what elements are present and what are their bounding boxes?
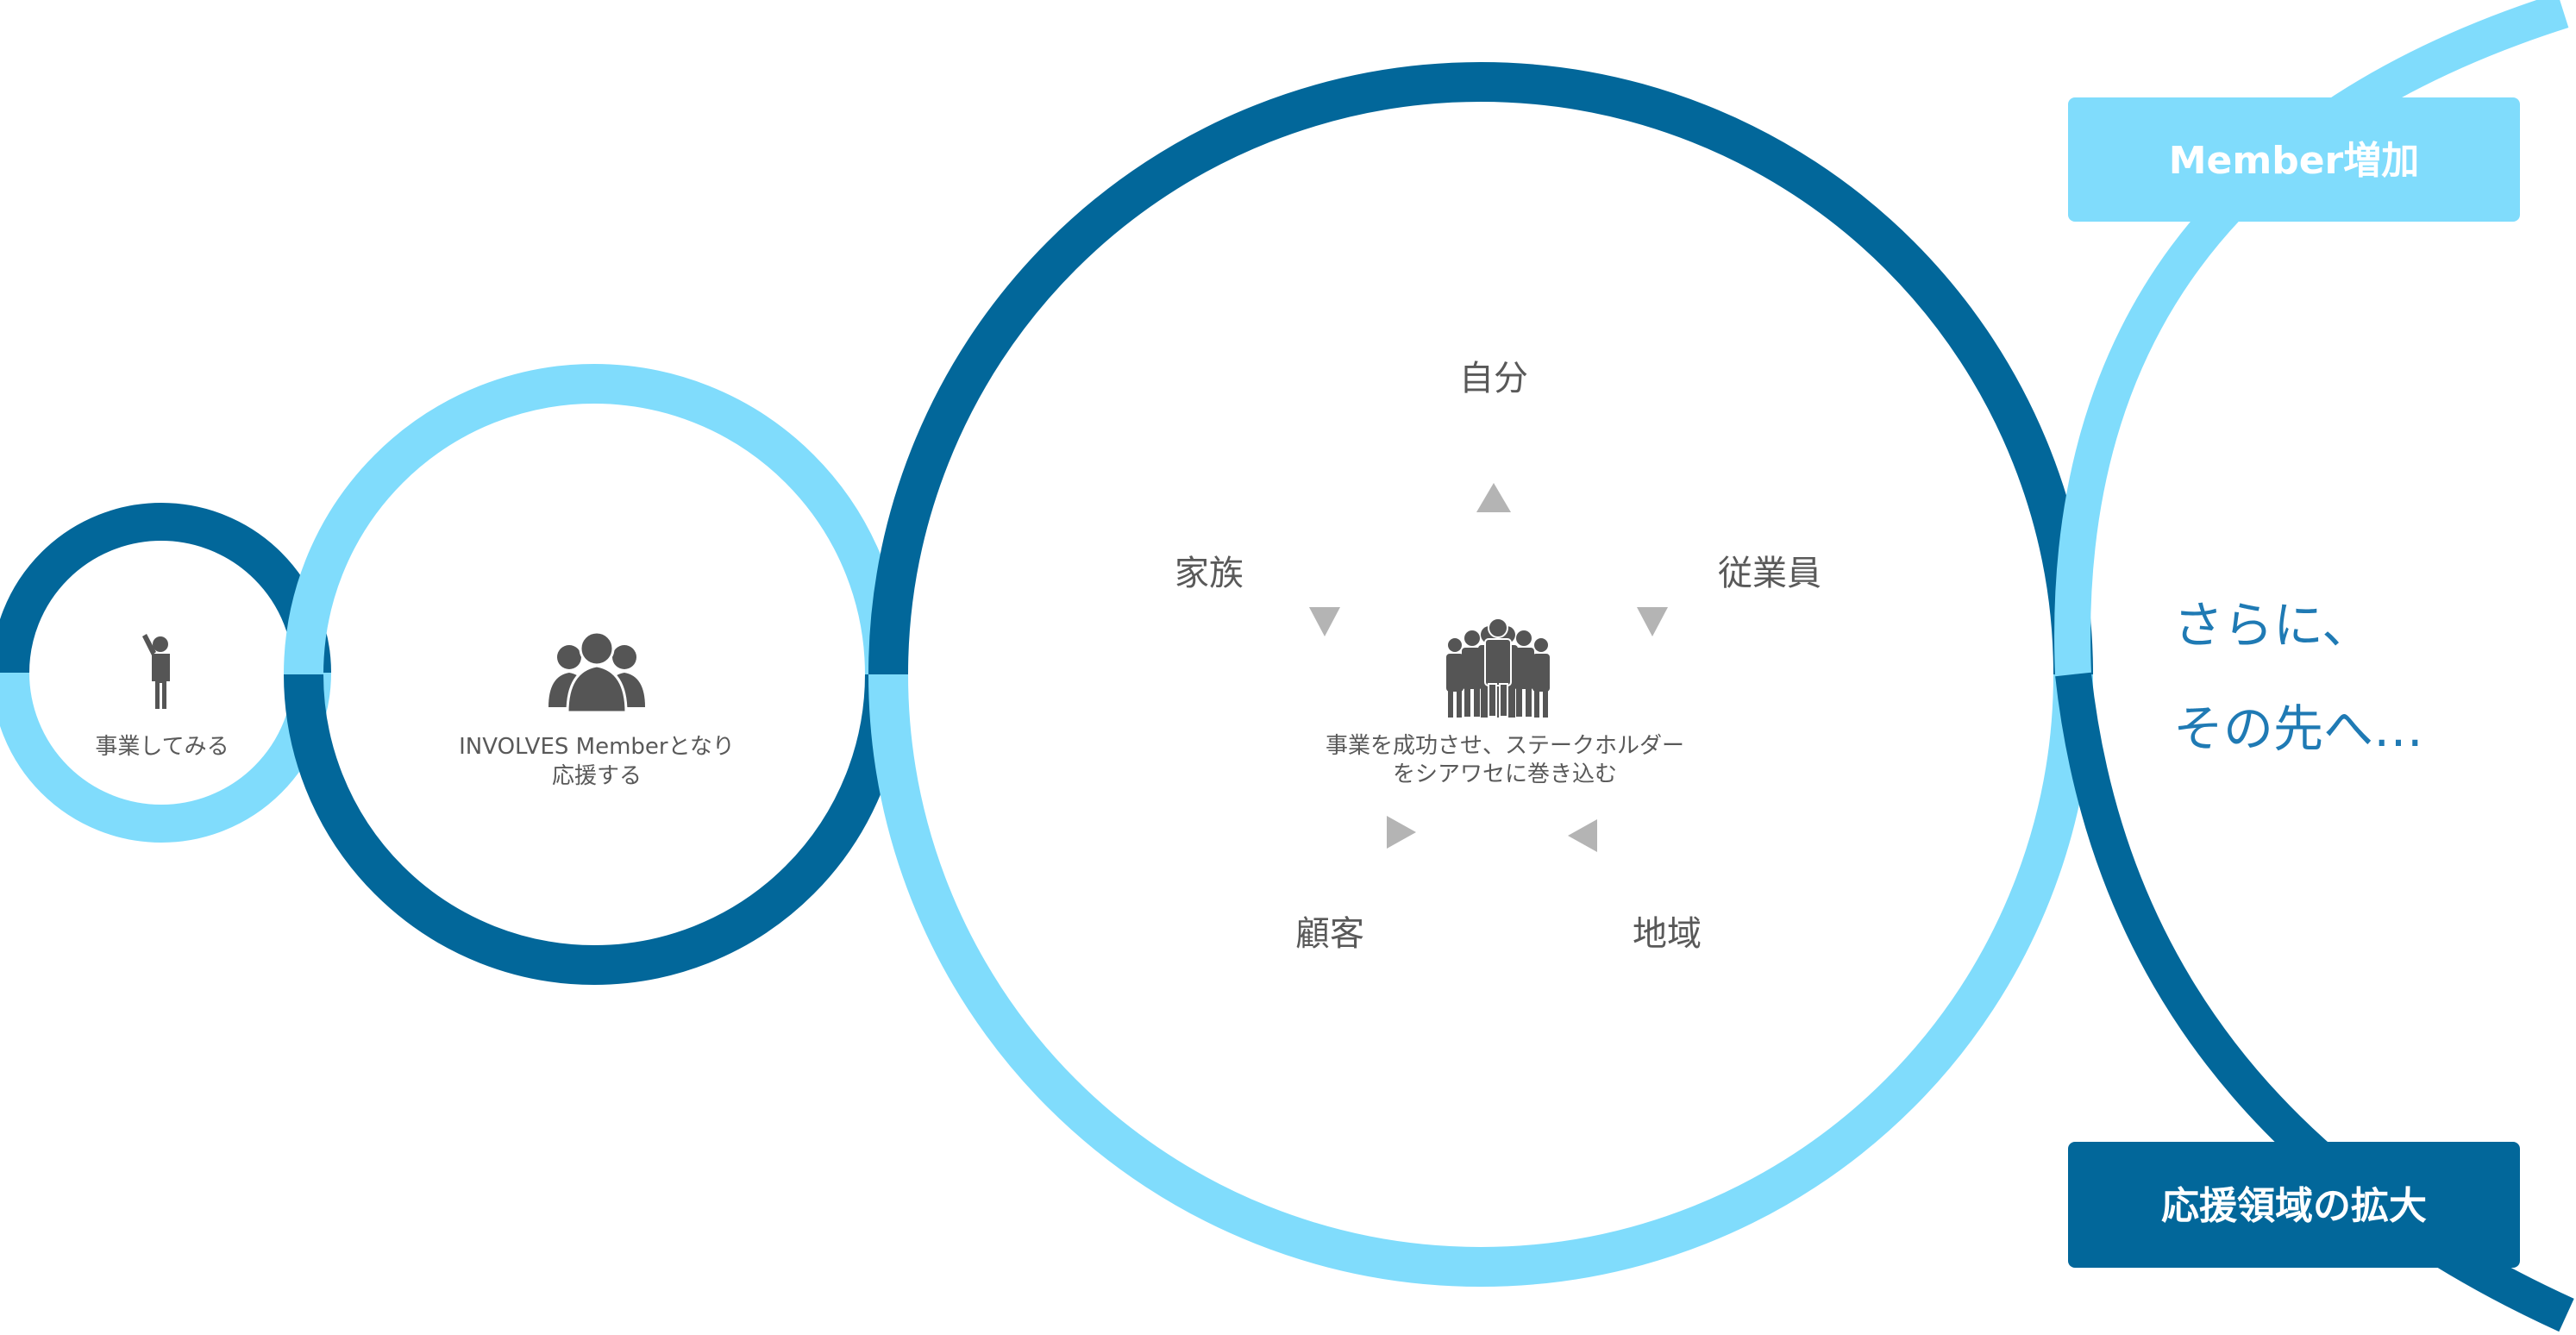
stage3-ring-bottom [868,674,2093,1287]
support-expansion-tag: 応援領域の拡大 [2068,1142,2520,1268]
stage1-label: 事業してみる [95,734,229,760]
stage3-circle [868,62,2093,1287]
stakeholder-employees: 従業員 [1718,554,1821,593]
member-increase-label: Member増加 [2169,139,2420,183]
arrow-down-right-icon [1637,607,1668,636]
stage3-center-line2: をシアワセに巻き込む [1393,762,1617,787]
member-increase-tag: Member増加 [2068,97,2520,222]
stage3-center-line1: 事業を成功させ、ステークホルダー [1326,733,1684,759]
future-line1: さらに、 [2173,596,2372,655]
stage2-circle [284,364,905,985]
stage2-ring-bottom [284,674,905,985]
arrow-down-left-icon [1309,607,1340,636]
stage2-label-line1: INVOLVES Memberとなり [459,734,735,760]
stage2-ring-top [284,364,905,675]
stakeholder-community: 地域 [1633,914,1702,954]
stakeholder-customers: 顧客 [1295,914,1364,954]
stakeholder-family: 家族 [1175,554,1244,593]
support-expansion-label: 応援領域の拡大 [2161,1184,2427,1228]
future-line2: その先へ… [2173,699,2423,758]
stakeholder-self: 自分 [1459,359,1528,398]
arrow-left-icon [1568,819,1597,852]
arrow-up-icon [1476,483,1511,512]
person-raising-hand-icon [142,634,170,709]
arrows [1309,483,1668,852]
group-of-people-icon [548,630,645,714]
stage2-label-line2: 応援する [552,763,642,789]
stage3-ring-top [868,62,2093,675]
crowd-of-business-people-icon [1446,617,1550,718]
future-arc-light [2054,0,2569,675]
arrow-right-icon [1387,816,1416,849]
